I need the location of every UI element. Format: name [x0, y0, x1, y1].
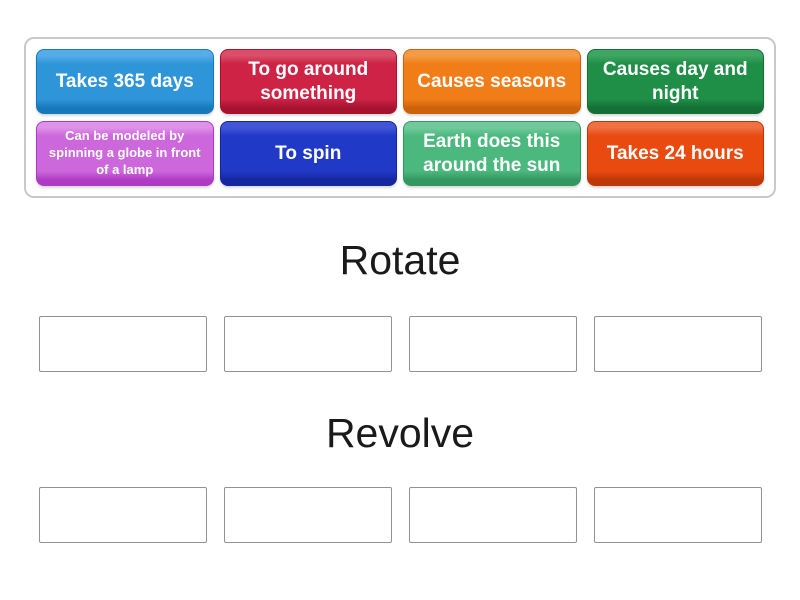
tile-label: Causes day and night — [602, 59, 748, 104]
tile-can-be-modeled-by-spinning-a-globe[interactable]: Can be modeled by spinning a globe in fr… — [36, 121, 214, 186]
tile-takes-24-hours[interactable]: Takes 24 hours — [586, 121, 764, 186]
tile-tray: Takes 365 days To go around something Ca… — [24, 37, 776, 198]
drop-slot-revolve-1[interactable] — [38, 487, 207, 543]
drop-slot-rotate-2[interactable] — [223, 316, 392, 372]
rotate-slot-row — [0, 316, 800, 372]
drop-slot-revolve-3[interactable] — [408, 487, 577, 543]
drop-slot-rotate-4[interactable] — [593, 316, 762, 372]
tile-earth-does-this-around-the-sun[interactable]: Earth does this around the sun — [403, 121, 581, 186]
group-title-rotate: Rotate — [339, 237, 461, 283]
tile-label: Earth does this around the sun — [423, 131, 561, 176]
tile-label: Causes seasons — [417, 70, 567, 92]
drop-slot-revolve-4[interactable] — [593, 487, 762, 543]
tile-label: Takes 365 days — [55, 70, 194, 92]
group-title-revolve: Revolve — [325, 410, 475, 456]
tile-takes-365-days[interactable]: Takes 365 days — [36, 49, 214, 114]
tile-to-spin[interactable]: To spin — [219, 121, 397, 186]
tile-label: Takes 24 hours — [606, 142, 744, 164]
revolve-slot-row — [0, 487, 800, 543]
drop-slot-revolve-2[interactable] — [223, 487, 392, 543]
tile-to-go-around-something[interactable]: To go around something — [219, 49, 397, 114]
tile-causes-seasons[interactable]: Causes seasons — [403, 49, 581, 114]
tile-label: Can be modeled by spinning a globe in fr… — [48, 128, 201, 177]
tile-causes-day-and-night[interactable]: Causes day and night — [586, 49, 764, 114]
tile-label: To spin — [275, 142, 342, 164]
tile-grid: Takes 365 days To go around something Ca… — [36, 49, 764, 186]
tile-label: To go around something — [248, 59, 369, 104]
drop-slot-rotate-1[interactable] — [38, 316, 207, 372]
drop-slot-rotate-3[interactable] — [408, 316, 577, 372]
